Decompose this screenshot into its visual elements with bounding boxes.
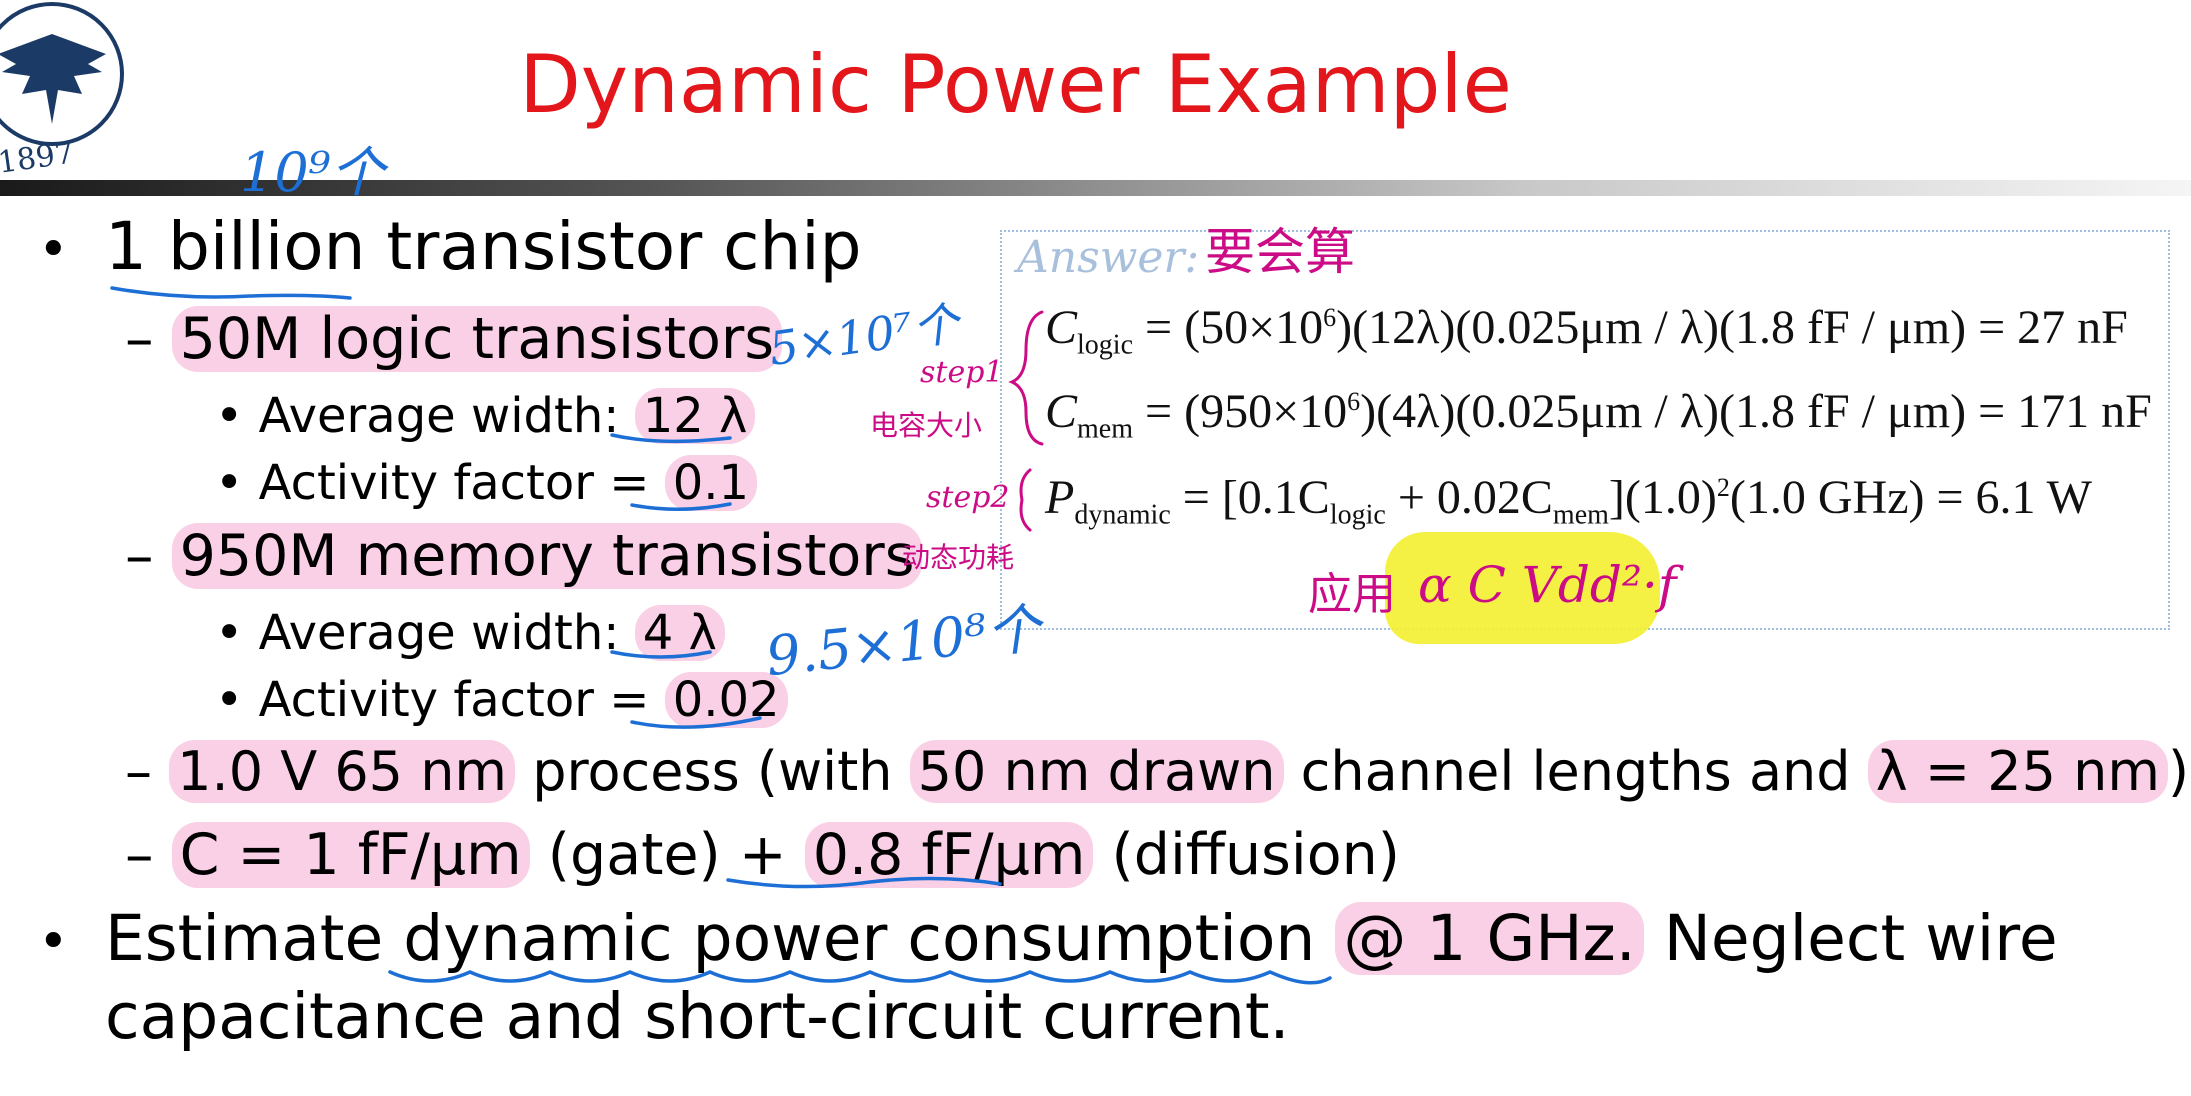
logic-activity-value: 0.1 [664, 455, 758, 511]
note-step2-detail: 动态功耗 [902, 541, 1015, 574]
logo-year: 1897 [0, 136, 76, 174]
title-rule [0, 180, 2191, 196]
note-step1: step1 [920, 355, 1004, 390]
bullet-chip: 1 billion transistor chip [105, 208, 862, 285]
university-logo: 1897 [0, 2, 124, 174]
answer-label: Answer: [1017, 232, 1200, 283]
logic-activity: • Activity factor = 0.1 [215, 455, 758, 511]
bullet-marker: • [38, 220, 69, 280]
note-step1-detail: 电容大小 [870, 409, 983, 442]
equation-c-logic: Clogic = (50×106)(12λ)(0.025μm / λ)(1.8 … [1045, 301, 2128, 361]
note-apply: 应用 [1308, 569, 1396, 620]
note-count-total: 10⁹个 [240, 141, 385, 204]
underline-chip-count [110, 286, 352, 300]
note-formula: α C Vdd²·f [1418, 556, 1677, 614]
logic-width-value: 12 λ [634, 388, 756, 444]
memory-label: 950M memory transistors [171, 523, 923, 589]
bullet-marker: • [38, 912, 69, 972]
equation-p-dynamic: Pdynamic = [0.1Clogic + 0.02Cmem](1.0)2(… [1045, 471, 2092, 531]
memory-activity: • Activity factor = 0.02 [215, 672, 788, 728]
sub-bullet-process: – 1.0 V 65 nm process (with 50 nm drawn … [125, 740, 2190, 803]
sub-bullet-memory: – 950M memory transistors [125, 523, 923, 589]
memory-width: • Average width: 4 λ [215, 605, 725, 661]
note-must-compute: 要会算 [1205, 223, 1355, 281]
logic-label: 50M logic transistors [171, 306, 783, 372]
yellow-highlight [1385, 532, 1660, 644]
sub-bullet-logic: – 50M logic transistors [125, 306, 783, 372]
bullet-estimate-line2: capacitance and short-circuit current. [105, 980, 1290, 1053]
sub-bullet-capacitance: – C = 1 fF/μm (gate) + 0.8 fF/μm (diffus… [125, 822, 1400, 888]
chip-count: 1 billion [105, 208, 366, 285]
logic-width: • Average width: 12 λ [215, 388, 756, 444]
note-step2: step2 [926, 480, 1010, 515]
memory-width-value: 4 λ [634, 605, 725, 661]
slide-title: Dynamic Power Example [519, 38, 1512, 131]
bullet-estimate: Estimate dynamic power consumption @ 1 G… [105, 902, 2058, 975]
note-count-mem: 9.5×10⁸个 [762, 596, 1044, 689]
equation-c-mem: Cmem = (950×106)(4λ)(0.025μm / λ)(1.8 fF… [1045, 385, 2152, 445]
